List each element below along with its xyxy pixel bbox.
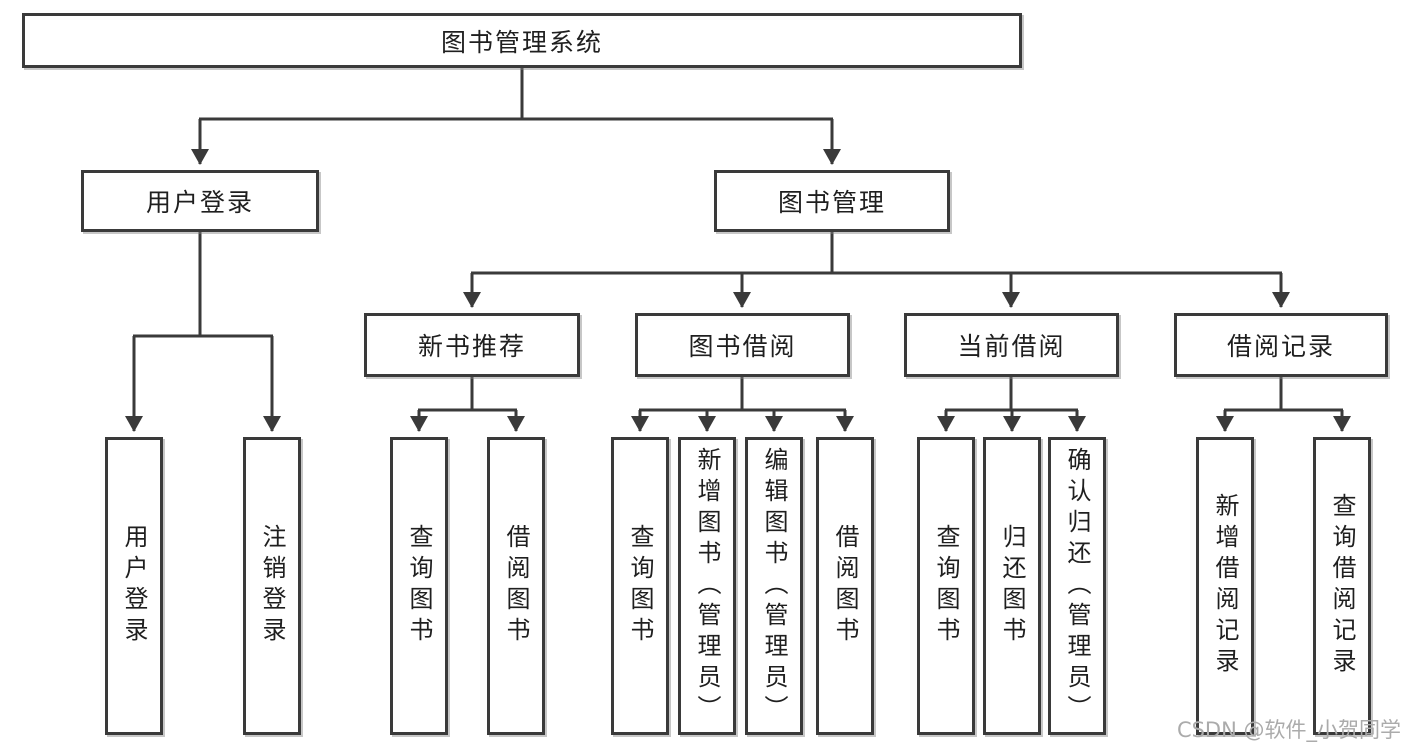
node-leaf-query-books-2: 查询图书 bbox=[611, 437, 669, 735]
node-label: 编辑图书（管理员） bbox=[760, 446, 788, 726]
node-leaf-borrow-books-1: 借阅图书 bbox=[487, 437, 545, 735]
node-label: 借阅图书 bbox=[502, 524, 530, 648]
node-leaf-confirm-return-admin: 确认归还（管理员） bbox=[1048, 437, 1106, 735]
node-label: 查询图书 bbox=[932, 524, 960, 648]
node-label: 图书借阅 bbox=[688, 332, 797, 361]
node-leaf-logout: 注销登录 bbox=[243, 437, 301, 735]
node-label: 查询借阅记录 bbox=[1328, 493, 1356, 679]
node-label: 借阅图书 bbox=[831, 524, 859, 648]
node-leaf-return-books: 归还图书 bbox=[983, 437, 1041, 735]
node-leaf-query-borrow-record: 查询借阅记录 bbox=[1313, 437, 1371, 735]
node-leaf-query-books-3: 查询图书 bbox=[917, 437, 975, 735]
node-leaf-add-books-admin: 新增图书（管理员） bbox=[678, 437, 736, 735]
connector-book-borrow-branch bbox=[631, 375, 854, 432]
node-leaf-borrow-books-2: 借阅图书 bbox=[816, 437, 874, 735]
node-borrow-records: 借阅记录 bbox=[1174, 313, 1388, 377]
connector-borrow-records-branch bbox=[1216, 375, 1351, 432]
node-label: 查询图书 bbox=[626, 524, 654, 648]
connector-new-books-branch bbox=[410, 375, 525, 432]
node-current-borrow: 当前借阅 bbox=[904, 313, 1119, 377]
node-label: 新书推荐 bbox=[417, 332, 526, 361]
node-label: 用户登录 bbox=[120, 524, 148, 648]
node-label: 注销登录 bbox=[258, 524, 286, 648]
node-book-management: 图书管理 bbox=[714, 170, 950, 232]
node-label: 确认归还（管理员） bbox=[1063, 446, 1091, 726]
node-label: 图书管理系统 bbox=[440, 27, 603, 57]
node-label: 用户登录 bbox=[145, 188, 254, 217]
node-label: 当前借阅 bbox=[957, 332, 1066, 361]
node-label: 图书管理 bbox=[777, 188, 886, 217]
node-new-book-recommend: 新书推荐 bbox=[364, 313, 580, 377]
node-book-borrow: 图书借阅 bbox=[635, 313, 850, 377]
node-leaf-query-books-1: 查询图书 bbox=[390, 437, 448, 735]
node-leaf-edit-books-admin: 编辑图书（管理员） bbox=[745, 437, 803, 735]
connector-root-to-level2 bbox=[191, 66, 841, 165]
node-leaf-add-borrow-record: 新增借阅记录 bbox=[1196, 437, 1254, 735]
node-label: 查询图书 bbox=[405, 524, 433, 648]
node-leaf-user-login: 用户登录 bbox=[105, 437, 163, 735]
connector-user-login-branch bbox=[125, 230, 281, 432]
node-root-system: 图书管理系统 bbox=[22, 13, 1022, 68]
connector-book-mgmt-branch bbox=[463, 230, 1290, 308]
connector-current-borrow-branch bbox=[937, 375, 1086, 432]
node-label: 新增图书（管理员） bbox=[693, 446, 721, 726]
node-label: 归还图书 bbox=[998, 524, 1026, 648]
csdn-watermark: CSDN @软件_小贺同学 bbox=[1176, 718, 1401, 742]
node-label: 新增借阅记录 bbox=[1211, 493, 1239, 679]
node-user-login: 用户登录 bbox=[81, 170, 319, 232]
node-label: 借阅记录 bbox=[1226, 332, 1335, 361]
